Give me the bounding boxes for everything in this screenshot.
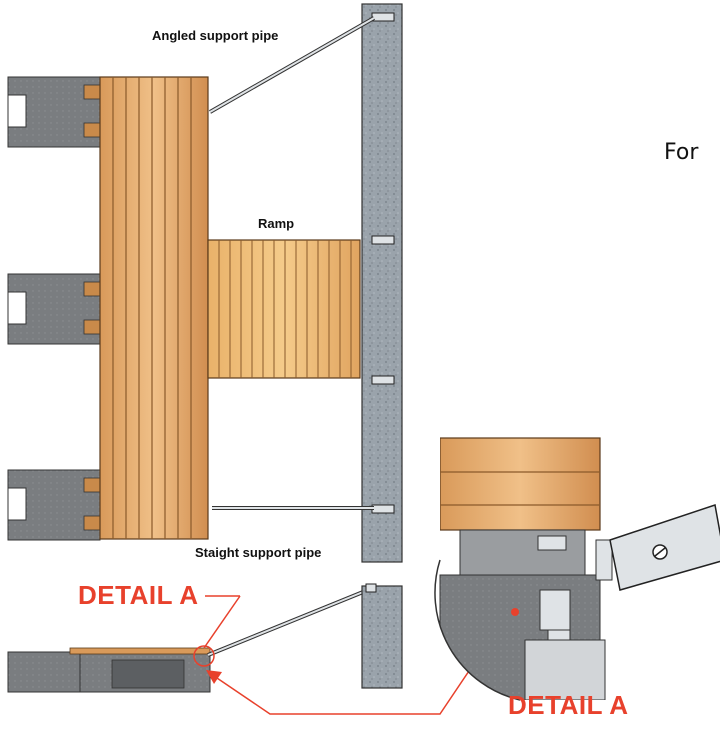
float-top — [7, 76, 101, 148]
ramp-label: Ramp — [258, 216, 295, 231]
detail-a-arrowhead — [206, 670, 222, 684]
straight-pipe-label: Staight support pipe — [195, 545, 322, 560]
detail-a-bottom-label: DETAIL A — [508, 690, 629, 720]
detail-a-enlarged — [434, 430, 720, 700]
dock-deck — [99, 76, 209, 540]
side-view — [7, 583, 403, 693]
cutoff-text: For — [664, 140, 699, 165]
float-bottom — [7, 469, 101, 541]
detail-a-left-label: DETAIL A — [78, 580, 199, 610]
float-middle — [7, 273, 101, 345]
angled-support-pipe — [209, 16, 375, 114]
angled-pipe-label: Angled support pipe — [152, 28, 279, 43]
ramp — [207, 239, 361, 379]
detail-a-marker — [193, 645, 215, 667]
sea-wall-top-view — [361, 3, 403, 563]
